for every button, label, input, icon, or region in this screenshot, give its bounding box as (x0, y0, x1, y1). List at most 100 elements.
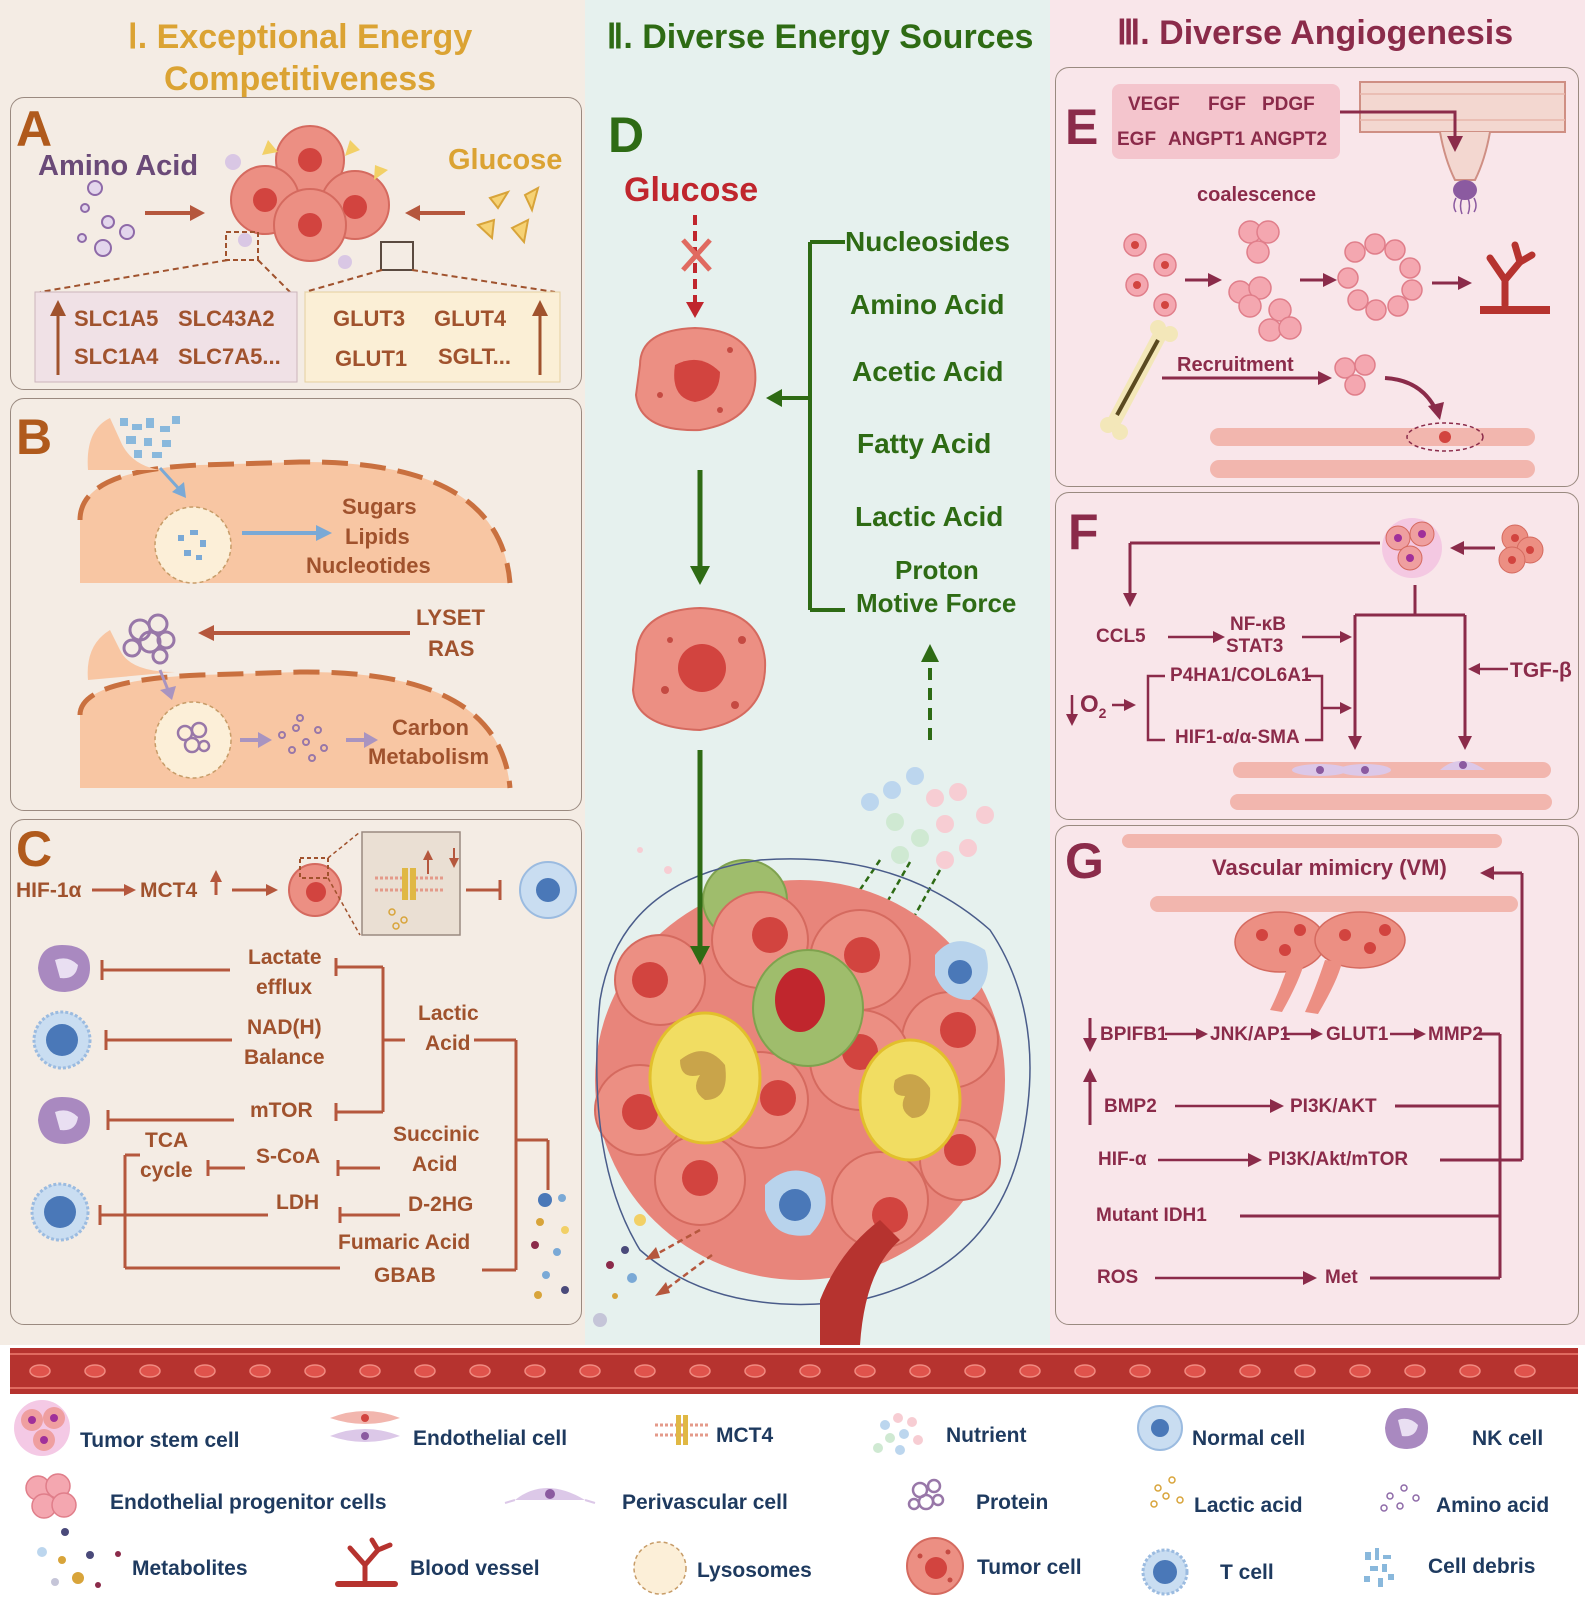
legend-lactic-acid-icon (1150, 1476, 1184, 1508)
fatty-acid-label: Fatty Acid (857, 428, 992, 459)
angpt1-label: ANGPT1 (1168, 129, 1246, 150)
glucose-label-d: Glucose (624, 171, 759, 209)
tumor-mass-icon (594, 859, 1005, 1280)
succinic-label: Succinic (393, 1123, 480, 1146)
vegf-label: VEGF (1128, 94, 1180, 115)
legend-cell-debris: Cell debris (1428, 1555, 1536, 1578)
legend-tumor-stem-cell: Tumor stem cell (80, 1429, 240, 1452)
panel-g-letter: G (1065, 833, 1104, 889)
panel-e-letter: E (1065, 99, 1099, 155)
normal-cell-icon-c (519, 861, 577, 919)
tca-label: TCA (145, 1129, 189, 1152)
nutrient-cluster-icon (861, 767, 994, 869)
fumaric-label: Fumaric Acid (338, 1231, 471, 1254)
nk-cell-icon-1 (38, 945, 90, 992)
lysosome-icon (154, 506, 232, 584)
nfkb-label: NF-κB (1230, 614, 1286, 635)
hif1a-label: HIF-1α (16, 879, 82, 902)
lactate-label: Lactate (248, 946, 322, 969)
ras-label: RAS (428, 636, 475, 661)
legend-lysosome-icon (633, 1541, 687, 1595)
panel-a-graphics (34, 125, 561, 383)
panel-d-letter: D (608, 107, 645, 163)
endothelial-layer-e (1210, 428, 1535, 478)
efflux-label: efflux (256, 976, 313, 999)
legend-nk-cell: NK cell (1472, 1427, 1544, 1450)
glut3-label: GLUT3 (333, 306, 406, 331)
sugars-label: Sugars (342, 494, 417, 519)
scoa-label: S-CoA (256, 1145, 321, 1168)
amino-acid-label: Amino Acid (38, 150, 199, 182)
endothelial-layer-f (1230, 761, 1552, 810)
mct4-label: MCT4 (140, 879, 198, 902)
panel-c-letter: C (16, 821, 53, 877)
vm-label: Vascular mimicry (VM) (1212, 855, 1447, 880)
amino-acid-dots-icon (77, 180, 135, 257)
bpifb1-label: BPIFB1 (1100, 1024, 1168, 1045)
t-cell-icon-2 (30, 1182, 90, 1242)
legend-nutrient-icon (873, 1413, 923, 1455)
balance-label: Balance (244, 1046, 325, 1069)
legend-metabolites: Metabolites (132, 1557, 248, 1580)
metabolites-scatter-icon (593, 847, 672, 1327)
legend-normal-cell-icon (1137, 1405, 1183, 1451)
metabolites-dots-icon (531, 1193, 569, 1299)
legend-cell-debris-icon (1364, 1548, 1394, 1587)
mct4-transporter-icon (375, 868, 445, 900)
panel-f-graphics (1066, 518, 1552, 810)
legend-protein-icon (907, 1478, 945, 1511)
hif1-asma-label: HIF1-α/α-SMA (1175, 727, 1300, 748)
pi3k-akt-mtor-label: PI3K/Akt/mTOR (1268, 1149, 1409, 1170)
p4ha1-label: P4HA1/COL6A1 (1170, 665, 1312, 686)
slc7a5-label: SLC7A5... (178, 344, 281, 369)
nucleotides-label: Nucleotides (306, 553, 431, 578)
ccl5-label: CCL5 (1096, 626, 1146, 647)
panel-c-graphics (30, 831, 577, 1299)
ldh-label: LDH (276, 1191, 320, 1214)
tumor-cell-icon-d1 (634, 326, 757, 432)
o2-label: O2 (1080, 691, 1107, 721)
pdgf-label: PDGF (1262, 94, 1315, 115)
legend-nutrient: Nutrient (946, 1424, 1027, 1447)
legend-blood-vessel: Blood vessel (410, 1557, 540, 1580)
legend-blood-vessel-icon (335, 1537, 398, 1587)
legend-endothelial-progenitor-icon (25, 1473, 77, 1519)
glut1-label-a: GLUT1 (335, 346, 408, 371)
legend-amino-acid: Amino acid (1436, 1494, 1550, 1517)
tumor-stem-cell-icon (1382, 518, 1442, 578)
acid-label: Acid (425, 1032, 471, 1055)
ros-label: ROS (1097, 1267, 1139, 1288)
hif-alpha-label: HIF-α (1098, 1149, 1147, 1170)
glucose-triangles-icon (476, 186, 540, 245)
carbon-label: Carbon (392, 715, 469, 740)
d2hg-label: D-2HG (408, 1193, 474, 1216)
tumor-cell-icon-d2 (631, 606, 767, 732)
legend-endothelial-cell: Endothelial cell (413, 1427, 568, 1450)
legend-tumor-cell-icon (906, 1537, 964, 1595)
proton-label: Proton (895, 555, 979, 585)
gbab-label: GBAB (374, 1264, 436, 1287)
panel-e-graphics (1100, 81, 1566, 478)
panel-a-letter: A (16, 101, 53, 157)
glut4-label: GLUT4 (434, 306, 507, 331)
legend-nk-cell-icon (1385, 1408, 1428, 1449)
slc1a5-label: SLC1A5 (74, 306, 159, 331)
legend-protein: Protein (976, 1491, 1049, 1514)
met-label: Met (1325, 1267, 1358, 1288)
panel-d-graphics (593, 215, 1031, 1345)
vascular-mimicry-cluster-icon (1234, 911, 1406, 1014)
glut1-label-g: GLUT1 (1326, 1024, 1389, 1045)
sglt-label: SGLT... (438, 344, 511, 369)
acetic-acid-label: Acetic Acid (852, 356, 1004, 387)
legend-lactic-acid: Lactic acid (1194, 1494, 1303, 1517)
tgfb-label: TGF-β (1510, 659, 1572, 682)
mtor-label: mTOR (250, 1099, 313, 1122)
endothelial-progenitor-icon (1123, 220, 1302, 342)
legend-amino-acid-icon (1380, 1484, 1420, 1512)
legend-endothelial-cell-icon (330, 1411, 400, 1442)
fgf-label: FGF (1208, 94, 1246, 115)
legend-tumor-stem-cell-icon (14, 1400, 70, 1456)
legend-mct4: MCT4 (716, 1424, 774, 1447)
metabolism-label: Metabolism (368, 744, 490, 769)
